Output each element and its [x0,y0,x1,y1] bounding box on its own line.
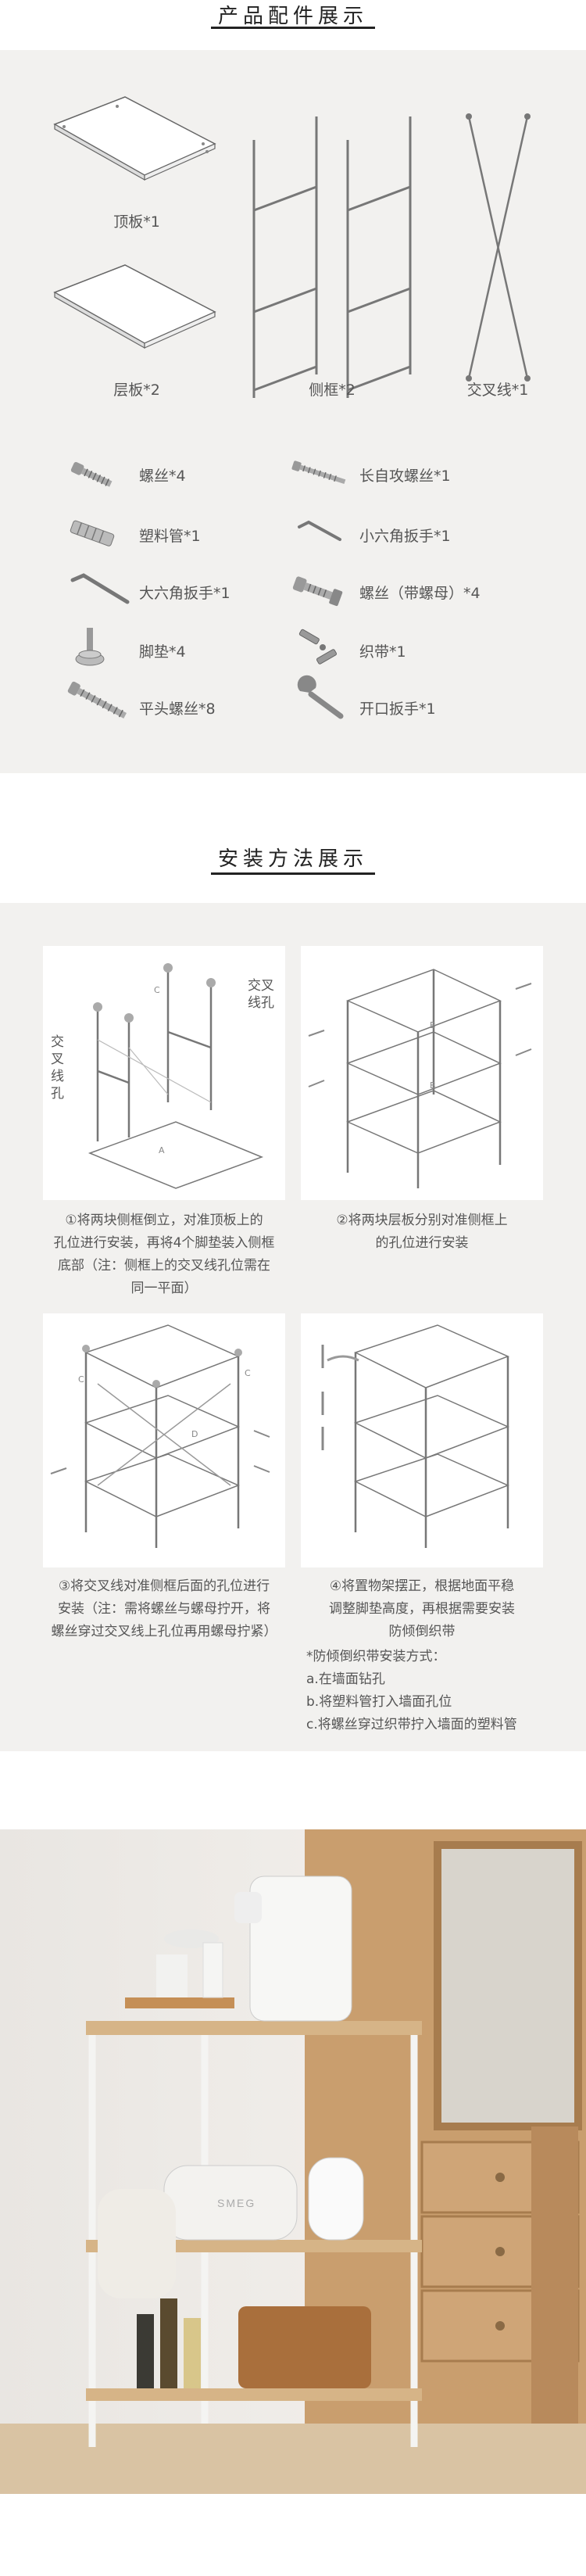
hw-screw-label: 螺丝*4 [139,468,186,485]
side-frame-drawing [252,116,412,398]
anti-tip-item-a: a.在墙面钻孔 [306,1671,385,1687]
label-c-2: C [78,1374,84,1385]
product-photo: SMEG [0,1829,586,2494]
anti-tip-note: *防倾倒织带安装方式： a.在墙面钻孔 b.将塑料管打入墙面孔位 c.将螺丝穿过… [306,1646,564,1736]
step1-line-2: 孔位进行安装，再将4个脚垫装入侧框 [53,1235,275,1251]
step4-text: ④将置物架摆正，根据地面平稳 调整脚垫高度，再根据需要安装 防倾倒织带 [305,1575,539,1643]
open-end-wrench-icon [297,675,344,719]
long-self-tap-screw-icon [291,460,346,485]
step3-diagram: D C C [43,1313,285,1567]
install-panel: A C 交叉线孔 交叉线孔 B B ①将两块侧框倒立，对准顶板上的 孔位进行安装… [0,903,586,1751]
step1-line-4: 同一平面） [130,1281,198,1296]
step3-line-3: 螺丝穿过交叉线上孔位再用螺母拧紧） [51,1624,277,1639]
step3-line-1: ③将交叉线对准侧框后面的孔位进行 [58,1578,270,1594]
small-hex-key-icon [298,520,341,541]
shelf-board-drawing [53,264,216,349]
hw-open-wrench-label: 开口扳手*1 [359,700,436,718]
label-c-1: C [154,985,160,995]
strap-icon [298,629,338,665]
plastic-tube-icon [70,520,115,546]
step4-line-1: ④将置物架摆正，根据地面平稳 [329,1578,515,1594]
step3-line-2: 安装（注：需将螺丝与螺母拧开，将 [58,1601,270,1617]
step4-line-3: 防倾倒织带 [388,1624,456,1639]
step2-line-2: 的孔位进行安装 [375,1235,469,1251]
title-underline [211,872,375,875]
step2-diagram: B B [301,946,543,1200]
step1-line-3: 底部（注：侧框上的交叉线孔位需在 [58,1258,270,1274]
hw-bolt-nut-label: 螺丝（带螺母）*4 [359,585,481,602]
hw-small-hex-key-label: 小六角扳手*1 [359,528,451,545]
hw-long-screw-label: 长自攻螺丝*1 [359,468,451,485]
step2-text: ②将两块层板分别对准侧框上 的孔位进行安装 [305,1209,539,1255]
label-a: A [159,1145,165,1155]
title-underline [211,27,375,29]
anti-tip-heading: *防倾倒织带安装方式： [306,1649,446,1664]
label-d: D [191,1429,198,1439]
flat-head-screw-icon [67,681,127,719]
hw-large-hex-key-label: 大六角扳手*1 [139,585,230,602]
step1-diagram: A C 交叉线孔 交叉线孔 [43,946,285,1200]
step1-text: ①将两块侧框倒立，对准顶板上的 孔位进行安装，再将4个脚垫装入侧框 底部（注：侧… [31,1209,297,1300]
parts-section-title: 产品配件展示 [0,0,586,29]
large-hex-key-icon [70,573,130,604]
hw-plastic-tube-label: 塑料管*1 [139,528,201,545]
hw-strap-label: 织带*1 [359,643,406,661]
hw-flat-head-screw-label: 平头螺丝*8 [139,700,216,718]
cross-hole-left-label: 交叉线孔 [51,1034,64,1102]
parts-title-text: 产品配件展示 [217,5,368,28]
label-c-3: C [245,1368,251,1378]
cross-hole-right-label: 交叉线孔 [248,978,274,1011]
step4-diagram [301,1313,543,1567]
anti-tip-item-b: b.将塑料管打入墙面孔位 [306,1694,452,1710]
step1-line-1: ①将两块侧框倒立，对准顶板上的 [65,1213,263,1228]
side-frame-label: 侧框*2 [309,382,356,399]
toaster-brand-text: SMEG [217,2197,256,2209]
label-b-1: B [430,1020,436,1030]
hw-foot-pad-label: 脚垫*4 [139,643,186,661]
parts-panel: 顶板*1 层板*2 侧框*2 交叉线*1 螺丝*4 长自攻螺丝*1 [0,50,586,773]
top-board-drawing [53,96,216,181]
top-board-label: 顶板*1 [113,213,160,231]
label-b-2: B [430,1080,436,1091]
foot-pad-icon [75,628,105,666]
shelf-board-label: 层板*2 [113,382,160,399]
install-section-title: 安装方法展示 [0,843,586,875]
step2-line-1: ②将两块层板分别对准侧框上 [336,1213,508,1228]
step4-line-2: 调整脚垫高度，再根据需要安装 [329,1601,515,1617]
anti-tip-item-c: c.将螺丝穿过织带拧入墙面的塑料管 [306,1717,517,1732]
cross-wire-drawing [466,113,531,382]
bolt-with-nut-icon [292,576,343,607]
install-title-text: 安装方法展示 [217,847,368,871]
cross-wire-label: 交叉线*1 [466,382,529,399]
step3-text: ③将交叉线对准侧框后面的孔位进行 安装（注：需将螺丝与螺母拧开，将 螺丝穿过交叉… [23,1575,305,1643]
screw-icon [70,461,113,487]
